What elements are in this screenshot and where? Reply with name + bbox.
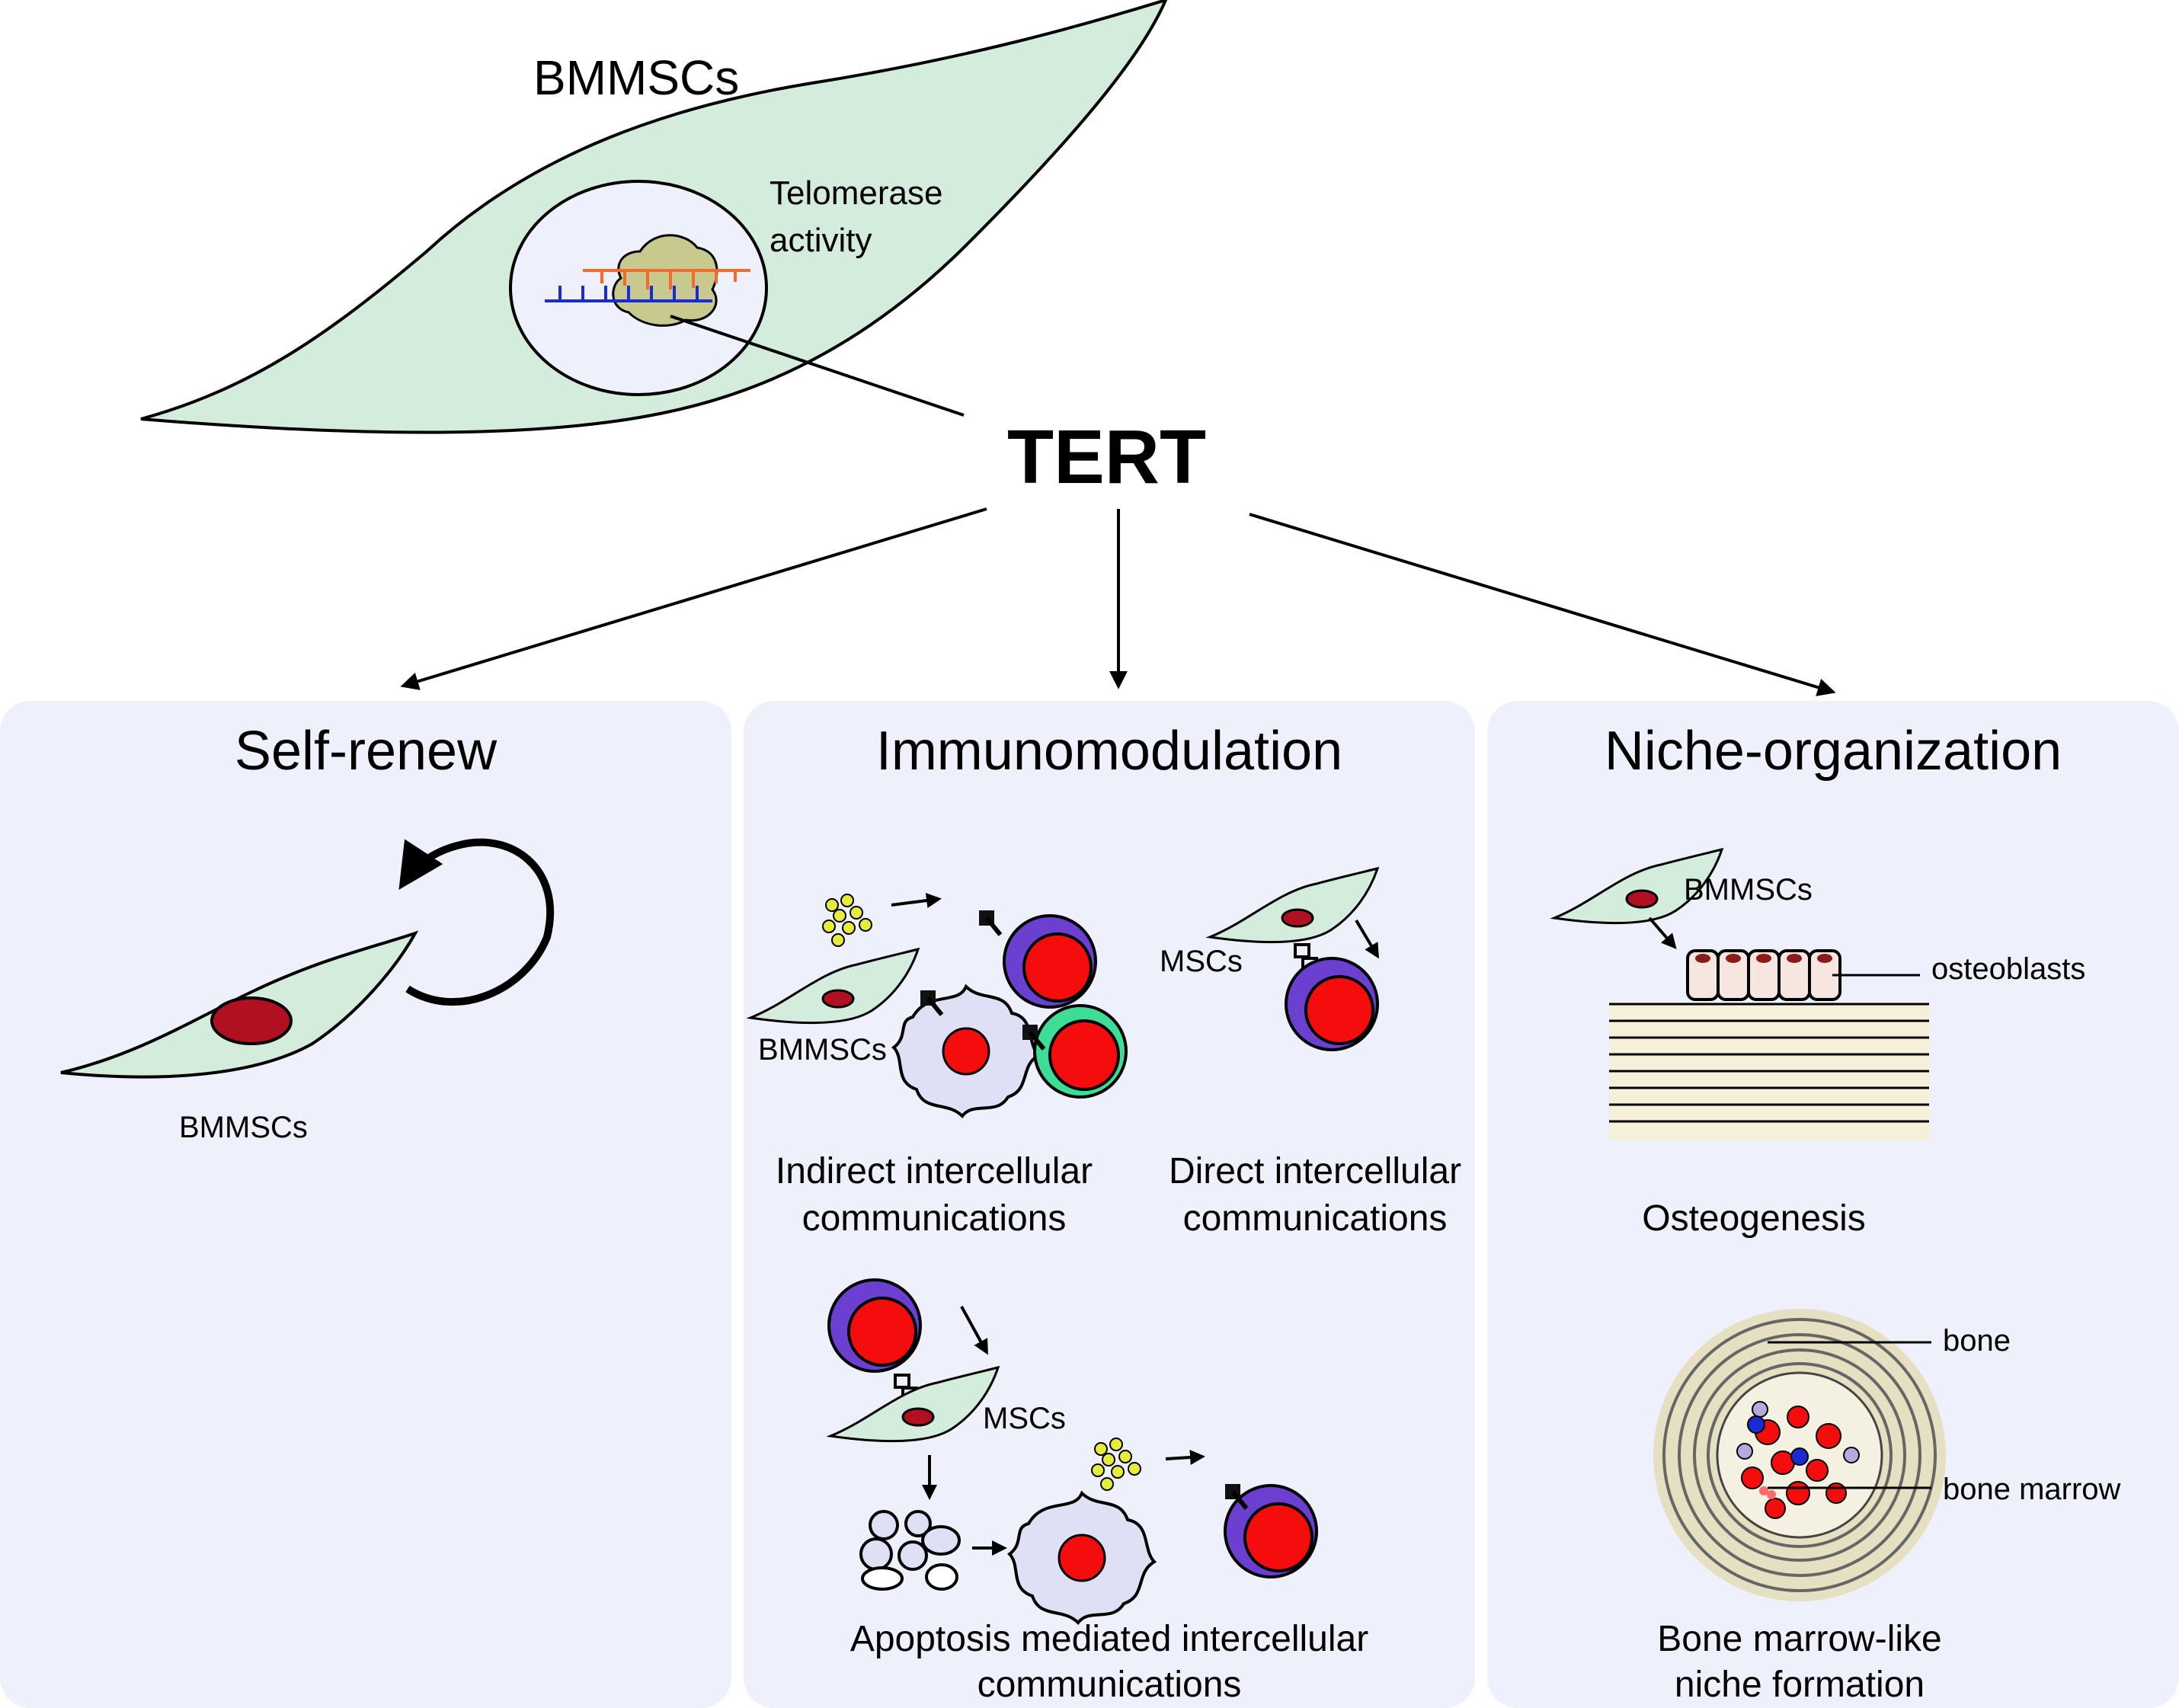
arrow-to-self-renew xyxy=(400,507,987,690)
tert-label: TERT xyxy=(1007,414,1207,500)
tert-pointer-line xyxy=(670,315,965,417)
direct-caption-line2: communications xyxy=(1182,1198,1448,1239)
direct-cell-label: MSCs xyxy=(1160,945,1243,978)
t-cell-purple xyxy=(1003,914,1097,1009)
apoptosis-cell-label: MSCs xyxy=(983,1402,1066,1435)
panel-immunomodulation xyxy=(744,701,1475,1708)
panel-self-renew xyxy=(0,701,731,1708)
osteoblasts-label: osteoblasts xyxy=(1931,952,2086,986)
apoptotic-bodies xyxy=(859,1510,961,1591)
indirect-caption-line2: communications xyxy=(802,1198,1067,1239)
self-renew-loop-arrow xyxy=(398,838,555,1006)
direct-caption-line1: Direct intercellular xyxy=(1168,1151,1462,1191)
rna-template-strand xyxy=(583,269,750,289)
osteogenesis-caption: Osteogenesis xyxy=(1642,1198,1866,1239)
bone-marrow-niche xyxy=(1653,1309,1946,1601)
t-cell-purple xyxy=(827,1278,922,1373)
bone-layer xyxy=(1609,1003,1929,1140)
osteo-cell-label: BMMSCs xyxy=(1684,873,1813,907)
telomerase-label-line2: activity xyxy=(770,222,872,259)
t-cell-purple xyxy=(1285,957,1379,1051)
cytokine-arrow xyxy=(891,893,942,908)
panel-title-immunomodulation: Immunomodulation xyxy=(875,721,1343,782)
panel-title-niche-organization: Niche-organization xyxy=(1604,721,2062,782)
arrow-to-niche-organization xyxy=(1249,513,1836,696)
indirect-caption-line1: Indirect intercellular xyxy=(775,1151,1093,1191)
indirect-cell-label: BMMSCs xyxy=(758,1033,887,1067)
dna-strand xyxy=(545,286,712,302)
t-cell-green xyxy=(1033,1004,1128,1099)
apoptosis-arrow-1 xyxy=(960,1306,988,1355)
direct-arrow xyxy=(1355,919,1380,959)
top-cell-label: BMMSCs xyxy=(533,50,740,105)
bone-label: bone xyxy=(1943,1324,2011,1358)
osteoblast-row xyxy=(1686,949,1841,1001)
telomerase-enzyme xyxy=(612,234,718,327)
self-renew-cell xyxy=(60,930,419,1079)
telomerase-label-line1: Telomerase xyxy=(770,174,943,212)
cytokine-arrow xyxy=(1165,1450,1205,1465)
apoptosis-caption-line1: Apoptosis mediated intercellular xyxy=(850,1619,1369,1659)
osteo-arrow xyxy=(1648,916,1677,950)
niche-caption-line2: niche formation xyxy=(1674,1665,1925,1705)
niche-caption-line1: Bone marrow-like xyxy=(1657,1619,1942,1659)
panel-title-self-renew: Self-renew xyxy=(234,721,498,782)
bone-marrow-label: bone marrow xyxy=(1943,1473,2121,1506)
apoptosis-caption-line2: communications xyxy=(977,1665,1242,1705)
self-renew-cell-label: BMMSCs xyxy=(179,1111,308,1144)
